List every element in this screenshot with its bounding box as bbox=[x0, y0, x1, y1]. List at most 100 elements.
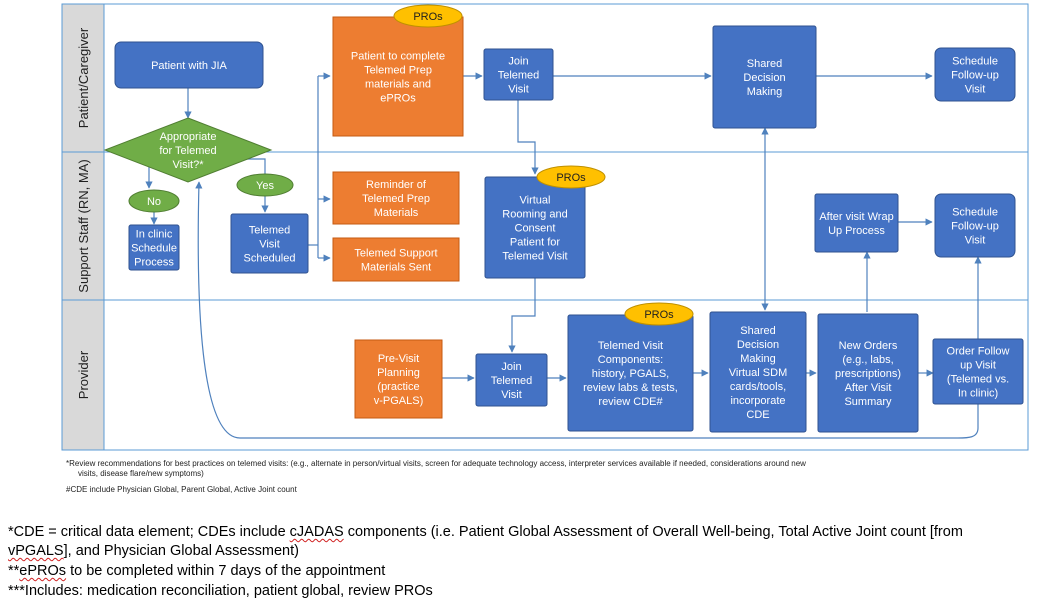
node-label-line: Schedule bbox=[952, 55, 998, 67]
footnote-review-line2: visits, disease flare/new symptoms) bbox=[78, 469, 204, 478]
note-epros-term: ePROs bbox=[19, 563, 67, 579]
node-label-line: Telemed Prep bbox=[364, 64, 432, 76]
node-shape bbox=[712, 25, 817, 129]
node-label-line: New Orders bbox=[839, 340, 898, 352]
pros-badge-label: PROs bbox=[413, 11, 443, 23]
node-label-line: (practice bbox=[377, 381, 419, 393]
node-label-line: Join bbox=[508, 55, 528, 67]
node-patient-jia: Patient with JIA bbox=[114, 41, 264, 89]
node-label-line: Reminder of bbox=[366, 179, 427, 191]
node-label-line: Virtual bbox=[520, 194, 551, 206]
node-label-line: Shared bbox=[740, 325, 775, 337]
node-label-line: Scheduled bbox=[244, 252, 296, 264]
lane-header-provider bbox=[61, 299, 105, 451]
pros-badge-shape bbox=[624, 302, 694, 326]
node-label-line: Order Follow bbox=[947, 345, 1010, 357]
node-label-line: Components: bbox=[598, 354, 663, 366]
node-label-line: Schedule bbox=[131, 242, 177, 254]
node-label-line: Appropriate bbox=[160, 131, 217, 143]
pros-badge-label: PROs bbox=[644, 309, 674, 321]
node-label-line: Shared bbox=[747, 58, 782, 70]
node-label: New Orders(e.g., labs,prescriptions)Afte… bbox=[835, 340, 901, 408]
node-label: After visit Wrap Up Process bbox=[819, 211, 893, 237]
node-shape bbox=[934, 47, 1016, 102]
node-label-line: In clinic) bbox=[958, 387, 998, 399]
footnote-cde-small: #CDE include Physician Global, Parent Gl… bbox=[66, 485, 297, 494]
node-label-line: Visit bbox=[508, 83, 529, 95]
note-epros-prefix: ** bbox=[8, 563, 20, 579]
node-shape bbox=[484, 176, 586, 279]
node-label: No bbox=[147, 196, 161, 208]
note-cde: *CDE = critical data element; CDEs inclu… bbox=[8, 523, 1048, 561]
node-label-line: (e.g., labs, bbox=[842, 354, 893, 366]
node-label-line: review CDE# bbox=[598, 396, 663, 408]
connector bbox=[517, 100, 539, 175]
node-label-line: (Telemed vs. bbox=[947, 373, 1009, 385]
note-cde-suffix: ], and Physician Global Assessment) bbox=[63, 543, 299, 559]
node-label-line: Telemed bbox=[498, 69, 540, 81]
node-label-line: Telemed Visit bbox=[502, 250, 567, 262]
node-label-line: ePROs bbox=[380, 92, 416, 104]
decision-answer-shape bbox=[128, 189, 180, 213]
node-label-line: up Visit bbox=[960, 359, 996, 371]
node-label-line: prescriptions) bbox=[835, 368, 901, 380]
lane-label-staff: Support Staff (RN, MA) bbox=[76, 159, 91, 292]
node-label-line: Process bbox=[134, 256, 174, 268]
node-label-line: Patient with JIA bbox=[151, 60, 227, 72]
node-new-orders: New Orders(e.g., labs,prescriptions)Afte… bbox=[817, 313, 919, 433]
node-label-line: Follow-up bbox=[951, 69, 999, 81]
node-shape bbox=[128, 224, 180, 271]
node-label-line: Consent bbox=[515, 222, 556, 234]
connector bbox=[195, 181, 979, 439]
node-label-line: Decision bbox=[737, 339, 779, 351]
node-shape bbox=[709, 311, 807, 433]
connector bbox=[508, 278, 536, 353]
footnote-review: *Review recommendations for best practic… bbox=[66, 459, 1026, 479]
node-label-line: Rooming and bbox=[502, 208, 567, 220]
node-shape bbox=[483, 48, 554, 101]
node-label: Patient with JIA bbox=[151, 60, 227, 72]
pros-badge-shape bbox=[393, 4, 463, 28]
lane-header-staff bbox=[61, 151, 105, 301]
note-epros: **ePROs to be completed within 7 days of… bbox=[8, 562, 385, 581]
decision-shape bbox=[103, 117, 273, 183]
node-label-line: for Telemed bbox=[159, 145, 216, 157]
node-label-line: No bbox=[147, 196, 161, 208]
node-label-line: Up Process bbox=[828, 225, 885, 237]
note-cde-mid: components (i.e. Patient Global Assessme… bbox=[343, 524, 963, 540]
node-label-line: Telemed Support bbox=[354, 247, 437, 259]
node-label-line: Pre-Visit bbox=[378, 353, 419, 365]
pros-badge-shape bbox=[536, 165, 606, 189]
node-label-line: Telemed bbox=[249, 224, 291, 236]
pros-badge: PROs bbox=[536, 165, 606, 189]
node-label-line: Telemed Prep bbox=[362, 193, 430, 205]
node-label-line: Visit?* bbox=[173, 159, 205, 171]
node-shape bbox=[934, 193, 1016, 258]
node-label-line: After visit Wrap bbox=[819, 211, 893, 223]
node-label-line: Visit bbox=[501, 389, 522, 401]
node-shape bbox=[230, 213, 309, 274]
node-yes: Yes bbox=[236, 173, 294, 197]
node-label-line: Virtual SDM bbox=[729, 367, 787, 379]
node-label-line: Visit bbox=[965, 234, 986, 246]
node-shape bbox=[814, 193, 899, 253]
